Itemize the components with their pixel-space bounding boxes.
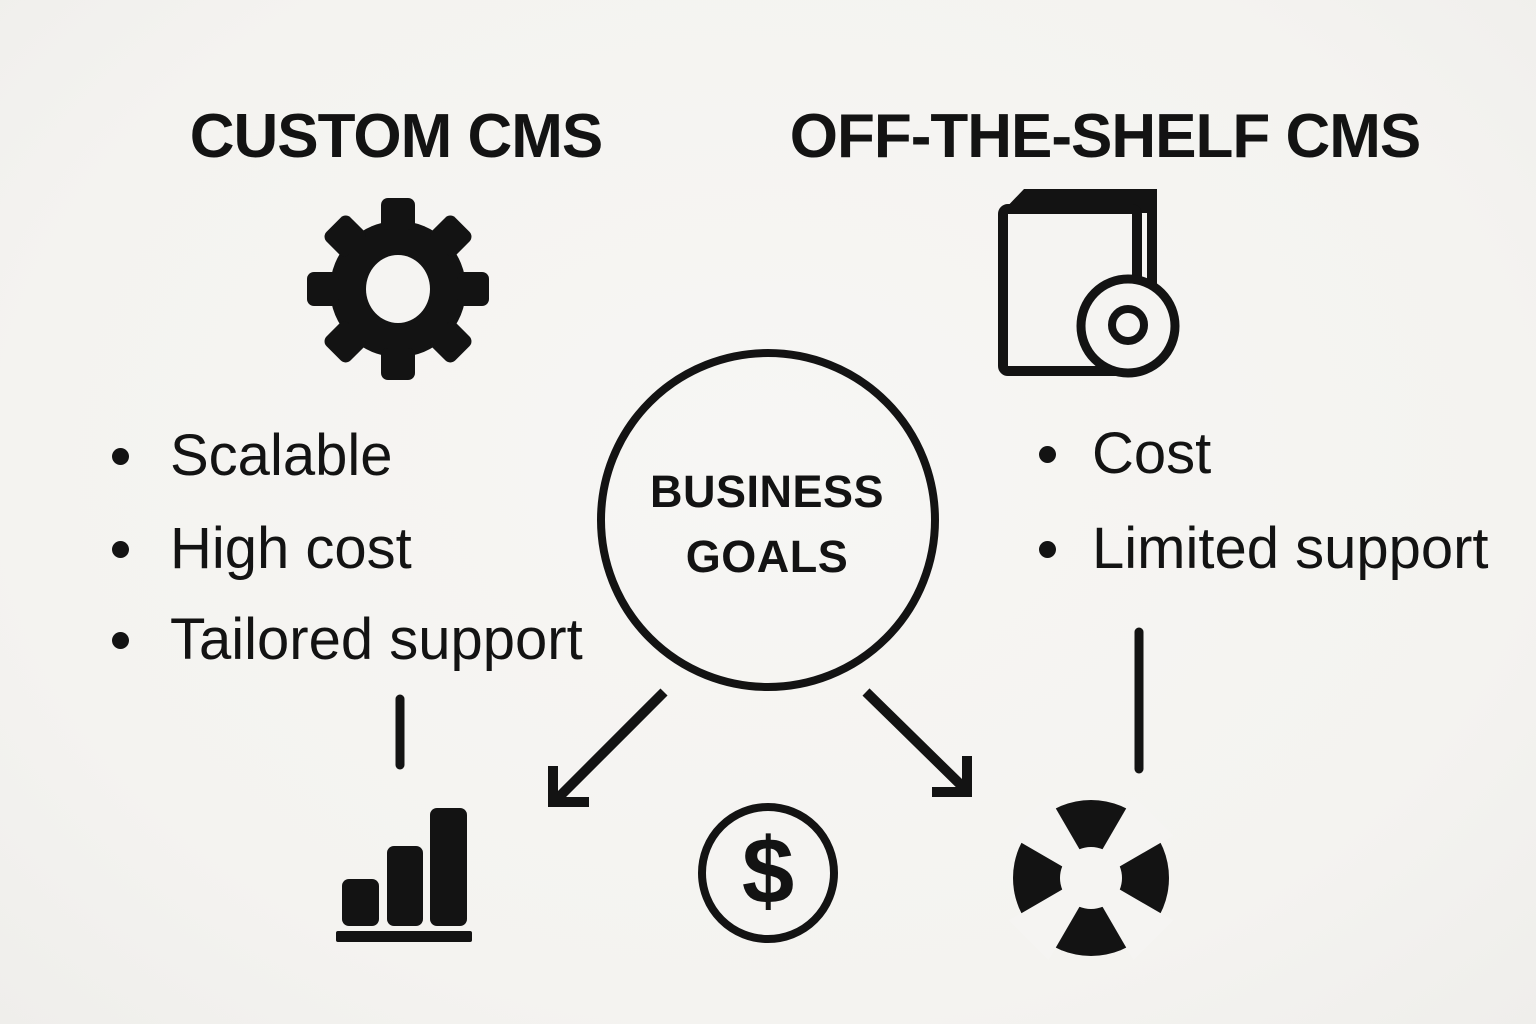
business-goals-label: BUSINESS GOALS [650,459,884,589]
dollar-sign: $ [742,818,794,923]
bullet-label: Scalable [170,423,393,488]
business-goals-line1: BUSINESS [649,466,885,517]
software-box-icon [998,189,1180,378]
custom-cms-title: CUSTOM CMS [189,102,604,171]
bar-chart-icon [336,808,472,942]
list-item: Cost [1039,414,1211,494]
list-item: Limited support [1039,509,1489,589]
gear-icon [307,198,489,380]
bullet-dot [112,631,129,649]
down-left-arrow [548,688,668,807]
down-right-arrow [862,688,972,797]
bullet-label: Cost [1092,421,1212,486]
dollar-coin-icon: $ [698,803,838,943]
list-item: Tailored support [112,600,583,680]
business-goals-circle [597,349,939,691]
list-item: High cost [112,509,412,589]
life-ring-icon [1008,795,1174,961]
off-the-shelf-cms-title: OFF-THE-SHELF CMS [789,102,1421,171]
list-item: Scalable [112,416,392,496]
bullet-label: High cost [170,516,412,581]
bullet-dot [1039,445,1056,463]
bullet-dot [112,447,129,465]
bullet-label: Limited support [1092,516,1489,581]
bullet-dot [112,540,129,558]
bullet-dot [1039,540,1056,558]
bullet-label: Tailored support [170,607,583,672]
business-goals-line2: GOALS [685,531,849,582]
